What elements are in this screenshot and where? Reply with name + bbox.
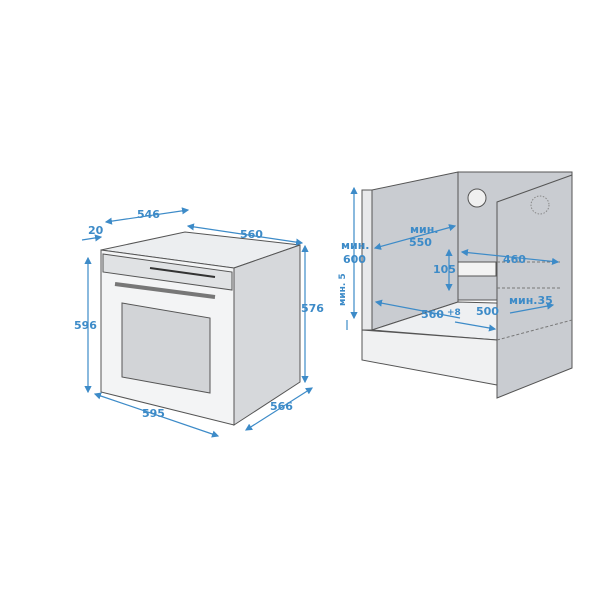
dim-20: 20 (88, 224, 104, 237)
door-handle (114, 282, 216, 299)
dim-560: 560 (240, 228, 263, 241)
door-window (121, 302, 211, 394)
dim-min550-value: 550 (409, 236, 432, 249)
rear-opening (457, 261, 497, 277)
dim-105: 105 (433, 263, 456, 276)
dim-596: 596 (74, 319, 97, 332)
vent-grille (530, 195, 550, 215)
vent-hole (467, 188, 487, 208)
dim-566: 566 (270, 400, 293, 413)
display-strip (149, 267, 216, 278)
cabinet-base (361, 329, 498, 386)
dim-595: 595 (142, 407, 165, 420)
dim-460: 460 (503, 253, 526, 266)
control-panel (102, 253, 233, 291)
dim-560-cabinet: 560 (421, 308, 444, 321)
dim-576: 576 (301, 302, 324, 315)
dim-min550-prefix: мин. (410, 223, 438, 236)
dim-min600-value: 600 (343, 253, 366, 266)
dim-min600-prefix: мин. (341, 239, 369, 252)
dim-min5: мин. 5 (338, 273, 348, 306)
cabinet-drawing (361, 171, 573, 399)
dimension-labels: 546 20 560 596 576 595 566 мин. 600 мин.… (74, 208, 553, 420)
dim-546: 546 (137, 208, 160, 221)
dimension-lines (81, 186, 560, 438)
dim-500: 500 (476, 305, 499, 318)
oven-side (233, 244, 301, 426)
oven-drawing (100, 231, 301, 426)
dim-plus8: +8 (447, 308, 461, 318)
cabinet-right-panel (496, 174, 573, 399)
dim-min35: мин.35 (509, 294, 553, 307)
